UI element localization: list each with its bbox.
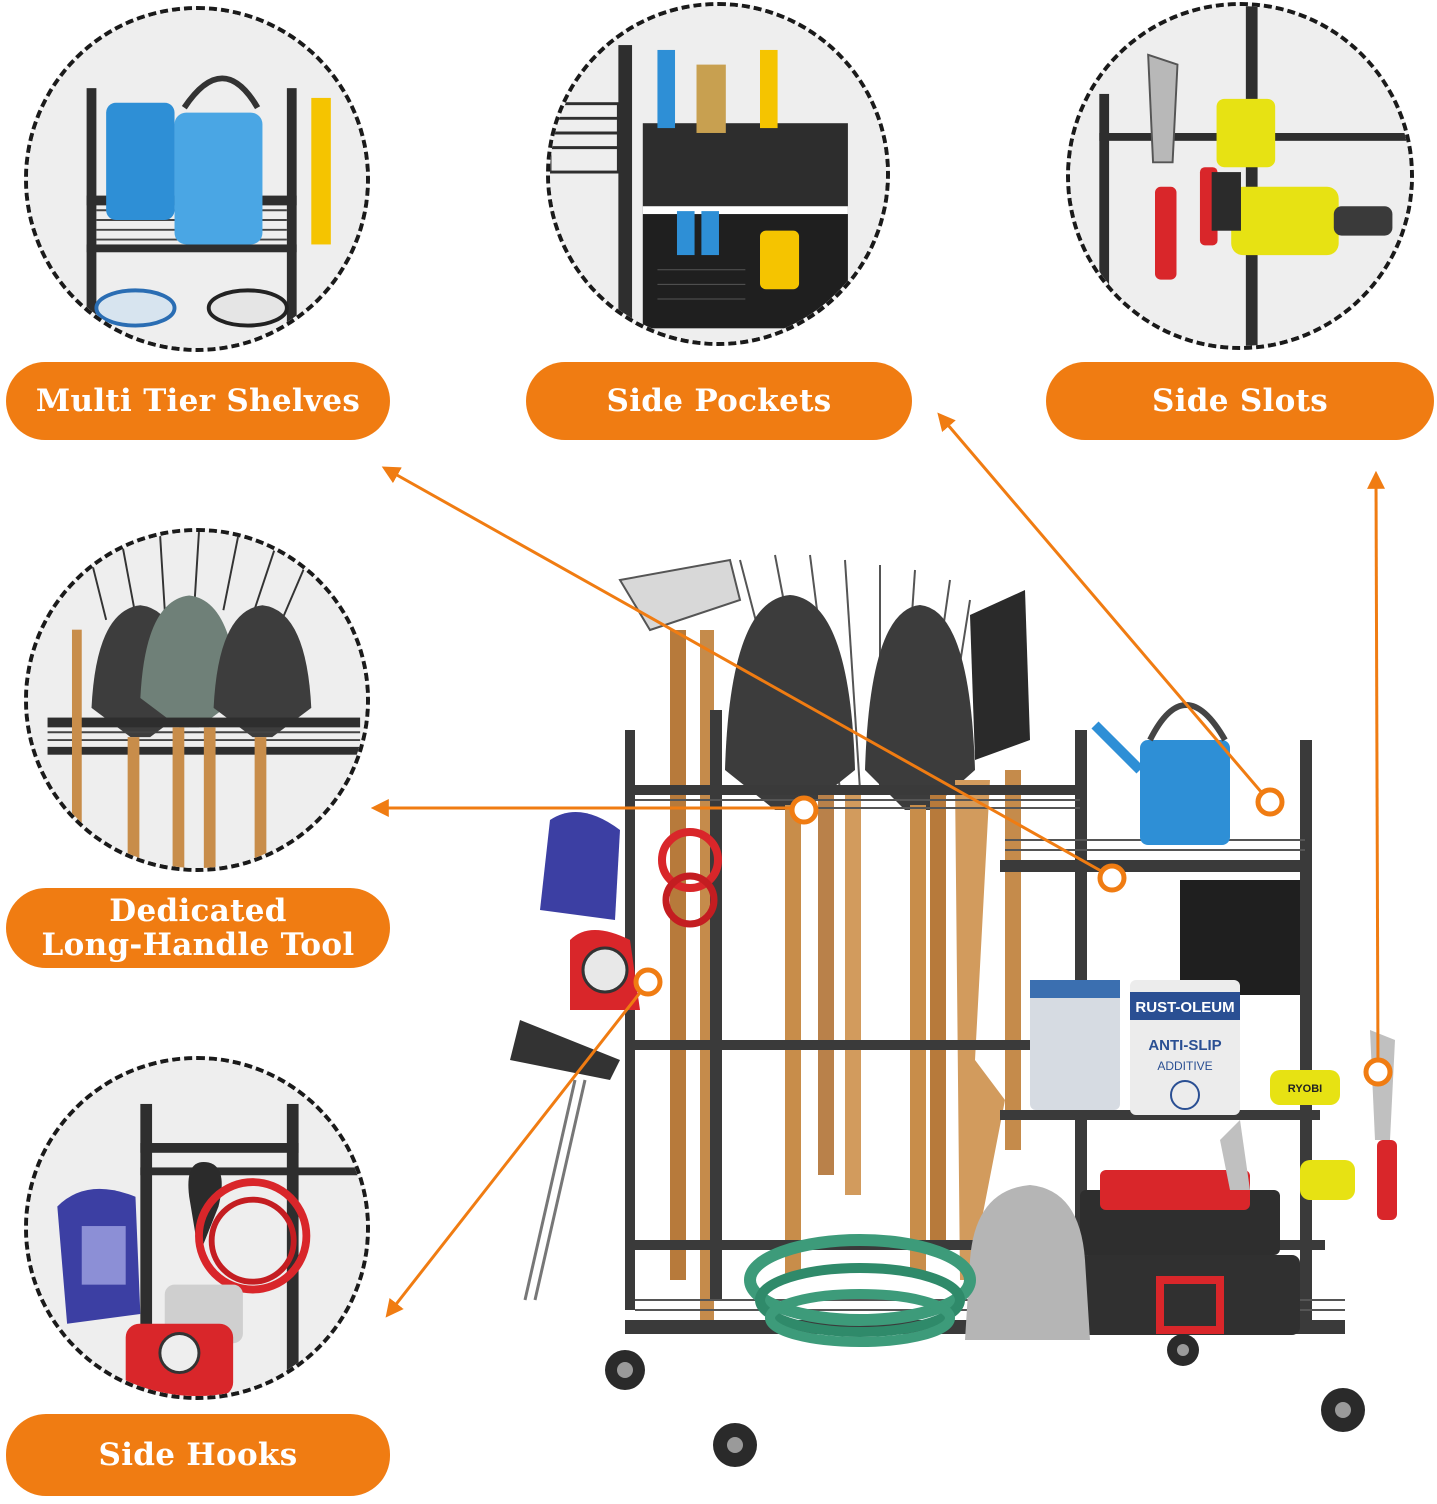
label-side-slots: Side Slots	[1046, 362, 1434, 440]
paint-can-blue	[1030, 980, 1120, 1110]
paint-can-brand-text: RUST-OLEUM	[1135, 999, 1234, 1016]
detail-circle-multi-tier-shelves	[24, 6, 370, 352]
shovel-blade-left	[725, 595, 855, 810]
paint-can-text1: ANTI-SLIP	[1148, 1037, 1221, 1054]
label-multi-tier-shelves-text: Multi Tier Shelves	[35, 383, 361, 419]
paint-can-text2: ADDITIVE	[1157, 1059, 1212, 1073]
label-side-hooks: Side Hooks	[6, 1414, 390, 1496]
long-handle-detail-illustration	[28, 532, 366, 868]
pocket-detail-illustration	[550, 6, 886, 342]
garden-hose	[744, 1234, 976, 1326]
label-long-handle-line2: Long-Handle Tool	[41, 927, 355, 963]
drill-brand-text: RYOBI	[1288, 1083, 1322, 1095]
leaf-blower	[540, 812, 620, 920]
label-side-pockets: Side Pockets	[526, 362, 912, 440]
label-multi-tier-shelves: Multi Tier Shelves	[6, 362, 390, 440]
hook-detail-illustration	[28, 1060, 366, 1396]
label-long-handle-tool: Dedicated Long-Handle Tool	[6, 888, 390, 968]
slot-detail-illustration	[1070, 6, 1410, 346]
shelf-detail-illustration	[28, 10, 366, 348]
side-pocket	[1180, 880, 1300, 995]
tool-rack-illustration: RUST-OLEUM ANTI-SLIP ADDITIVE RYOBI	[510, 554, 1397, 1467]
detail-circle-side-hooks	[24, 1056, 370, 1400]
watering-can	[1140, 740, 1230, 845]
detail-circle-side-slots	[1066, 2, 1414, 350]
shovel-blade-right	[865, 605, 975, 810]
toolbox	[1080, 1255, 1300, 1335]
tool-rack-product: RUST-OLEUM ANTI-SLIP ADDITIVE RYOBI	[500, 540, 1437, 1500]
label-side-hooks-text: Side Hooks	[98, 1437, 298, 1473]
detail-circle-side-pockets	[546, 2, 890, 346]
label-long-handle-line1: Dedicated	[109, 893, 287, 929]
label-side-slots-text: Side Slots	[1152, 383, 1328, 419]
caster-wheels	[605, 1334, 1365, 1467]
metal-bucket	[965, 1185, 1090, 1340]
label-side-pockets-text: Side Pockets	[606, 383, 832, 419]
detail-circle-long-handle	[24, 528, 370, 872]
drill	[1270, 1070, 1340, 1105]
